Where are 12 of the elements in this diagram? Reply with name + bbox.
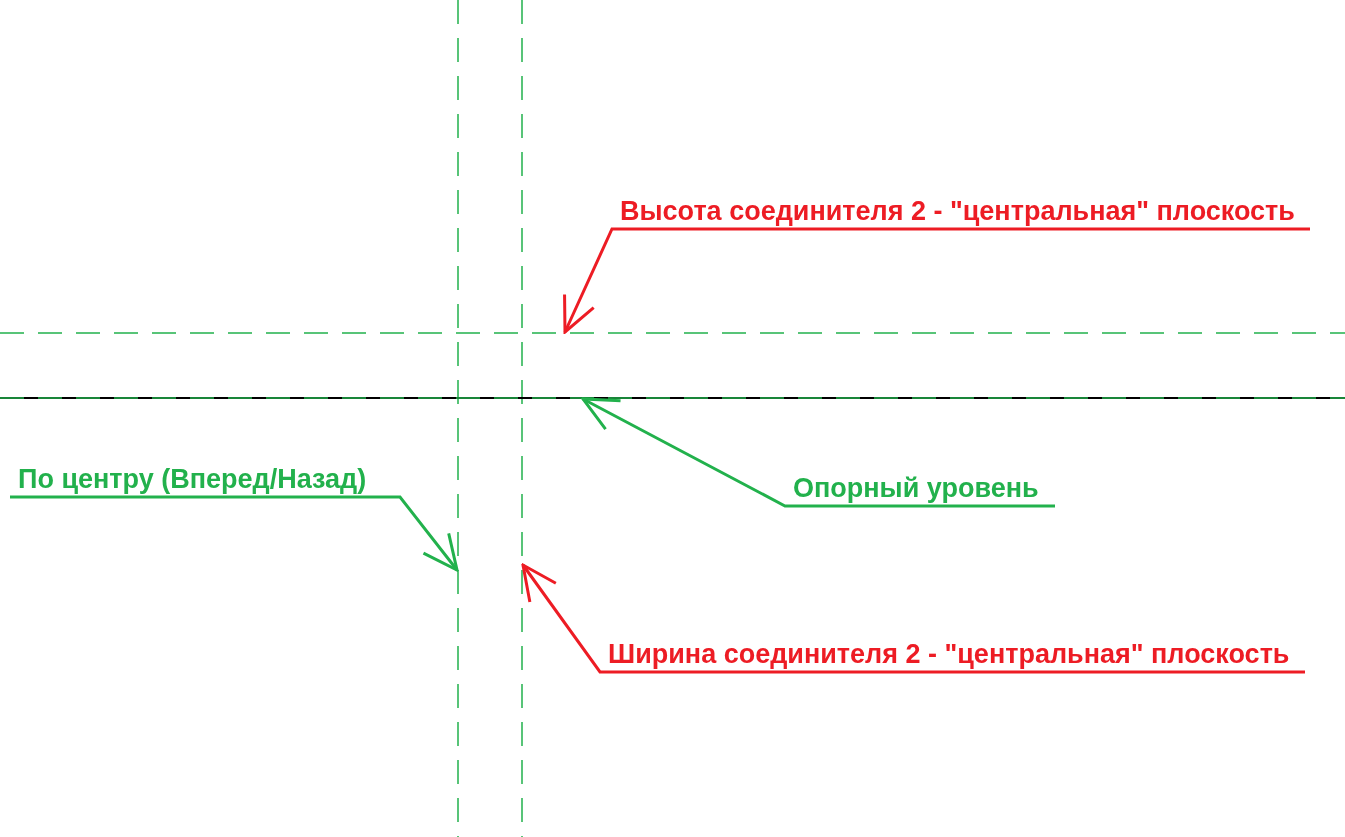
reference-plane-line bbox=[521, 0, 523, 837]
annotation-label: По центру (Вперед/Назад) bbox=[17, 466, 368, 496]
leader-arrow bbox=[521, 563, 1305, 674]
annotation-label: Высота соединителя 2 - "центральная" плоскость bbox=[619, 198, 1296, 228]
reference-plane-line bbox=[0, 332, 1345, 334]
reference-plane-line bbox=[457, 0, 459, 837]
annotation-label: Опорный уровень bbox=[792, 475, 1040, 505]
leader-arrow bbox=[563, 227, 1310, 334]
leader-arrow bbox=[10, 495, 459, 572]
reference-plane-line bbox=[0, 397, 1345, 399]
leader-arrow bbox=[581, 397, 1055, 508]
annotation-label: Ширина соединителя 2 - "центральная" плоскость bbox=[607, 641, 1291, 671]
